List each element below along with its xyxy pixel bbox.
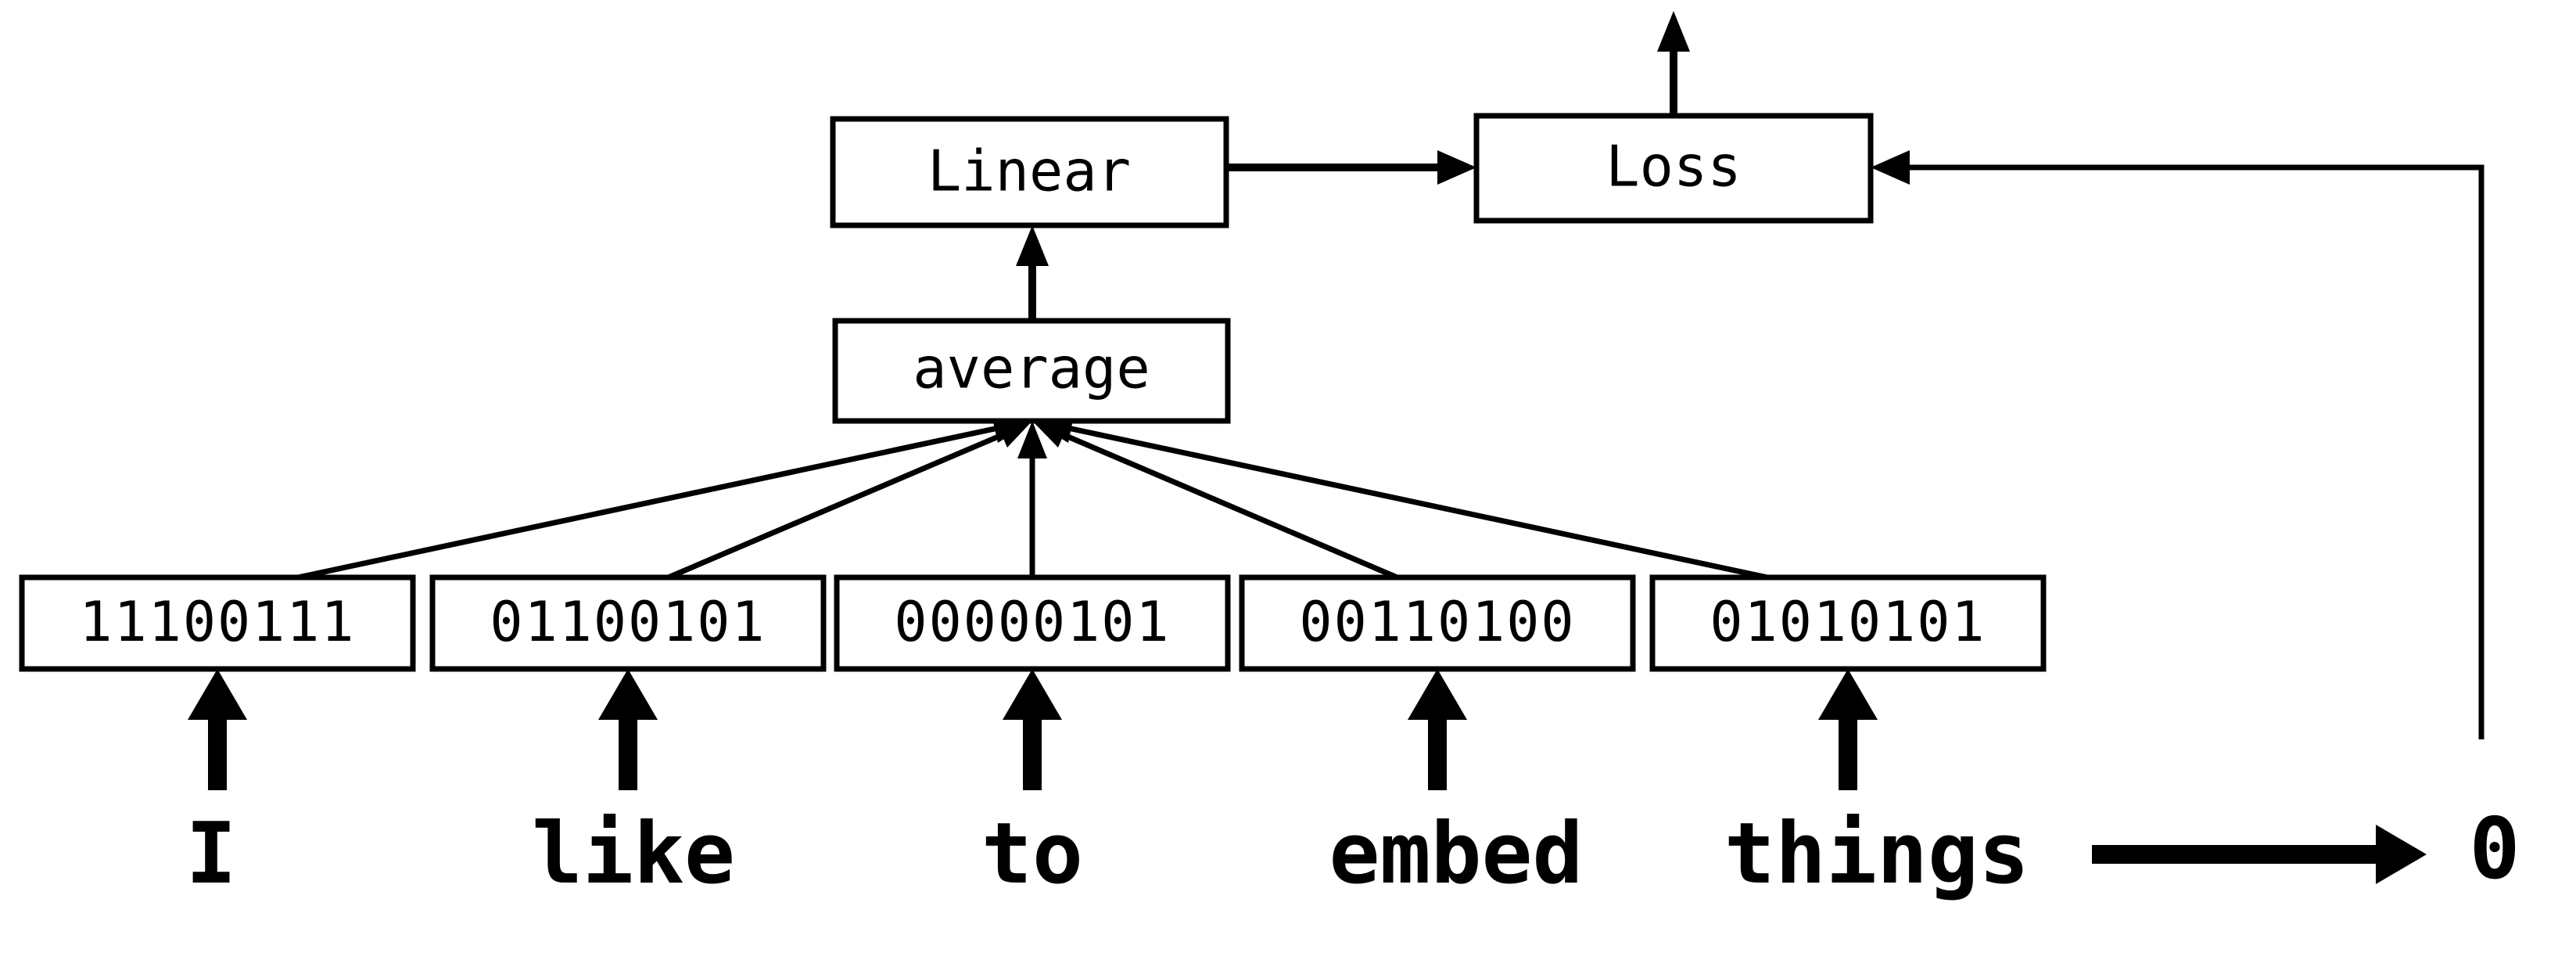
loss-output-edge <box>1657 11 1690 116</box>
label-to-loss-edge <box>1871 150 2485 739</box>
word-things: things <box>1724 805 2029 903</box>
tokens-to-average-edges <box>217 408 1849 598</box>
token-box-2[interactable]: 01100101 <box>429 574 827 672</box>
average-to-linear-edge <box>1016 225 1049 321</box>
linear-node-label: Linear <box>927 138 1131 204</box>
things-to-label-edge <box>2092 825 2427 884</box>
token-box-1[interactable]: 11100111 <box>19 574 416 672</box>
word-embed: embed <box>1329 805 1583 903</box>
words-to-tokens-edges <box>188 669 1878 790</box>
label-value: 0 <box>2469 800 2520 898</box>
token-box-2-value: 01100101 <box>490 590 766 654</box>
token-box-5[interactable]: 01010101 <box>1649 574 2047 672</box>
linear-to-loss-edge <box>1226 150 1476 185</box>
word-to: to <box>981 805 1083 903</box>
average-node[interactable]: average <box>832 318 1231 424</box>
token-box-1-value: 11100111 <box>79 590 355 654</box>
token-box-3-value: 00000101 <box>894 590 1170 654</box>
linear-node[interactable]: Linear <box>830 116 1229 228</box>
token-box-4-value: 00110100 <box>1299 590 1575 654</box>
token-box-3[interactable]: 00000101 <box>834 574 1231 672</box>
token-box-5-value: 01010101 <box>1710 590 1986 654</box>
average-node-label: average <box>913 336 1150 401</box>
word-i: I <box>185 805 236 903</box>
loss-node-label: Loss <box>1606 134 1741 200</box>
loss-node[interactable]: Loss <box>1473 113 1874 224</box>
word-like: like <box>532 805 735 903</box>
token-box-4[interactable]: 00110100 <box>1239 574 1636 672</box>
